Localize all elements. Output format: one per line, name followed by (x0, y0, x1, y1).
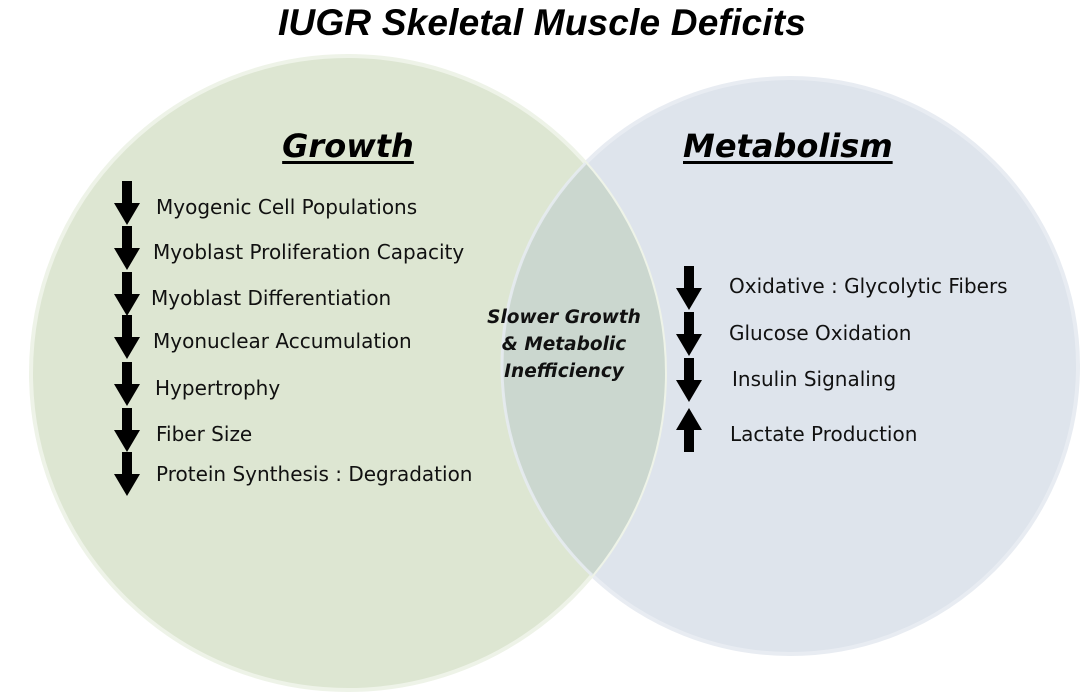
down-arrow-icon (114, 315, 141, 364)
down-arrow-icon (114, 226, 141, 275)
metabolism-heading: Metabolism (683, 127, 893, 165)
down-arrow-icon (114, 181, 141, 230)
down-arrow-icon (114, 362, 141, 411)
down-arrow-icon (114, 272, 141, 321)
metabolism-item-label: Lactate Production (730, 422, 918, 446)
metabolism-item-label: Insulin Signaling (732, 367, 897, 391)
growth-heading: Growth (282, 127, 414, 165)
growth-item-label: Fiber Size (156, 422, 253, 446)
overlap-label: Slower Growth & Metabolic Inefficiency (468, 304, 660, 385)
down-arrow-icon (114, 408, 141, 457)
diagram-title: IUGR Skeletal Muscle Deficits (277, 2, 807, 43)
overlap-line: & Metabolic (501, 334, 627, 355)
growth-item-label: Hypertrophy (155, 376, 281, 400)
growth-item-label: Myonuclear Accumulation (153, 329, 412, 353)
growth-item-label: Myoblast Differentiation (151, 286, 392, 310)
metabolism-item-label: Oxidative : Glycolytic Fibers (729, 274, 1008, 298)
overlap-line: Inefficiency (504, 361, 624, 382)
down-arrow-icon (114, 452, 141, 501)
up-arrow-icon (676, 408, 703, 457)
down-arrow-icon (676, 312, 703, 361)
growth-item-label: Protein Synthesis : Degradation (156, 462, 473, 486)
metabolism-item-label: Glucose Oxidation (729, 321, 912, 345)
growth-item-label: Myogenic Cell Populations (156, 195, 418, 219)
down-arrow-icon (676, 358, 703, 407)
overlap-line: Slower Growth (487, 307, 641, 328)
metabolism-circle-edge (500, 76, 665, 656)
growth-item-label: Myoblast Proliferation Capacity (153, 240, 465, 264)
down-arrow-icon (676, 266, 703, 315)
